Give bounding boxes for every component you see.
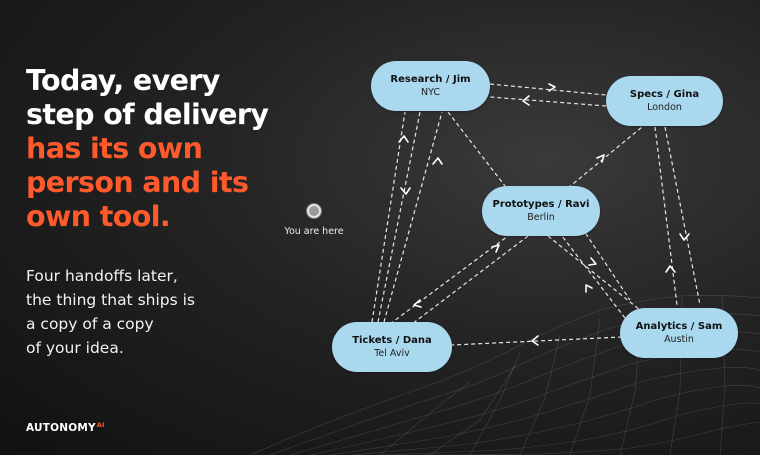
body-line-3: a copy of a copy <box>26 315 154 333</box>
node-analytics-city: Austin <box>664 334 694 345</box>
edge-prototypes-to-specs <box>567 126 643 189</box>
logo-text: AUTONOMY <box>26 422 96 434</box>
node-prototypes-name: Prototypes / Ravi <box>492 199 590 210</box>
body-line-1: Four handoffs later, <box>26 267 178 285</box>
node-analytics-name: Analytics / Sam <box>635 321 723 332</box>
edge-analytics-to-prototypes-2 <box>561 235 626 319</box>
headline-line-5: own tool. <box>26 200 171 233</box>
headline: Today, every step of delivery has its ow… <box>26 64 296 234</box>
node-tickets-city: Tel Aviv <box>374 348 410 359</box>
arrowhead-icon <box>398 135 409 143</box>
arrowhead-icon <box>588 257 597 266</box>
edge-specs-to-analytics-2 <box>664 126 701 306</box>
edge-prototypes-to-analytics-1 <box>547 235 641 311</box>
headline-line-3: has its own <box>26 132 203 165</box>
arrowhead-icon <box>413 299 422 308</box>
node-research: Research / Jim NYC <box>371 61 490 111</box>
arrowhead-icon <box>585 284 593 293</box>
headline-line-1: Today, every <box>26 64 220 97</box>
body-line-4: of your idea. <box>26 339 124 357</box>
edge-specs-to-research <box>489 96 607 107</box>
node-analytics: Analytics / Sam Austin <box>620 308 738 358</box>
edge-tickets-research-3 <box>383 111 443 323</box>
edge-research-to-prototypes <box>447 111 506 187</box>
arrowhead-icon <box>665 265 676 273</box>
edge-tickets-research-1 <box>371 111 406 323</box>
edge-tickets-to-prototypes-1 <box>389 235 509 325</box>
arrowhead-icon <box>491 244 500 253</box>
edge-tickets-research-2 <box>377 111 421 323</box>
node-tickets-name: Tickets / Dana <box>352 335 432 346</box>
node-specs: Specs / Gina London <box>606 76 723 126</box>
node-specs-city: London <box>647 102 682 113</box>
node-prototypes-city: Berlin <box>527 212 555 223</box>
arrowhead-icon <box>432 157 443 165</box>
edge-prototypes-to-tickets-2 <box>411 235 529 325</box>
node-specs-name: Specs / Gina <box>629 89 700 100</box>
headline-line-4: person and its <box>26 166 249 199</box>
you-are-here-label: You are here <box>284 226 344 237</box>
body-line-2: the thing that ships is <box>26 291 195 309</box>
edge-analytics-to-tickets <box>451 336 623 346</box>
logo-superscript: AI <box>96 421 105 429</box>
arrowhead-icon <box>679 233 690 241</box>
edge-specs-to-analytics-1 <box>654 126 678 306</box>
body-text: Four handoffs later, the thing that ship… <box>26 264 286 360</box>
node-research-city: NYC <box>420 87 441 98</box>
arrowhead-icon <box>531 335 539 346</box>
edge-research-to-specs <box>489 83 607 96</box>
arrowhead-icon <box>596 154 605 163</box>
arrowhead-icon <box>522 95 530 106</box>
arrowhead-icon <box>548 83 556 92</box>
you-are-here-marker: You are here <box>283 204 345 237</box>
node-prototypes: Prototypes / Ravi Berlin <box>482 186 600 236</box>
autonomy-logo: AUTONOMYAI <box>26 421 105 434</box>
node-research-name: Research / Jim <box>390 74 471 85</box>
arrowhead-icon <box>400 187 411 195</box>
headline-line-2: step of delivery <box>26 98 269 131</box>
node-tickets: Tickets / Dana Tel Aviv <box>332 322 452 372</box>
location-dot-icon <box>307 204 321 218</box>
